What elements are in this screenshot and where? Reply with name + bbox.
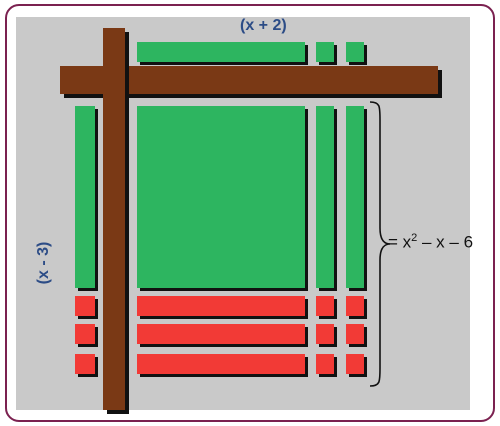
product-neg-unit-tile — [316, 354, 334, 374]
product-neg-x-tile-3 — [137, 354, 305, 374]
left-neg-unit-tile-3 — [75, 354, 95, 374]
x-squared-tile — [137, 106, 305, 288]
left-neg-unit-tile-1 — [75, 296, 95, 316]
product-x-tile-1 — [316, 106, 334, 288]
left-x-tile — [75, 106, 95, 288]
result-exponent: 2 — [411, 232, 418, 244]
result-rhs: – x – 6 — [417, 232, 474, 252]
result-expression: = x2 – x – 6 — [388, 232, 473, 253]
product-neg-x-tile-2 — [137, 324, 305, 344]
top-unit-tile-1 — [316, 42, 334, 62]
product-neg-unit-tile — [316, 324, 334, 344]
result-lhs: = x — [388, 232, 412, 252]
product-x-tile-2 — [346, 106, 364, 288]
top-dimension-label: (x + 2) — [240, 17, 287, 34]
vertical-beam — [103, 28, 125, 410]
side-dimension-label: (x - 3) — [35, 241, 52, 285]
curly-brace — [369, 101, 391, 387]
left-neg-unit-tile-2 — [75, 324, 95, 344]
product-neg-unit-tile — [346, 354, 364, 374]
product-neg-unit-tile — [316, 296, 334, 316]
product-neg-unit-tile — [346, 324, 364, 344]
product-neg-unit-tile — [346, 296, 364, 316]
top-unit-tile-2 — [346, 42, 364, 62]
product-neg-x-tile-1 — [137, 296, 305, 316]
top-x-tile — [137, 42, 305, 62]
